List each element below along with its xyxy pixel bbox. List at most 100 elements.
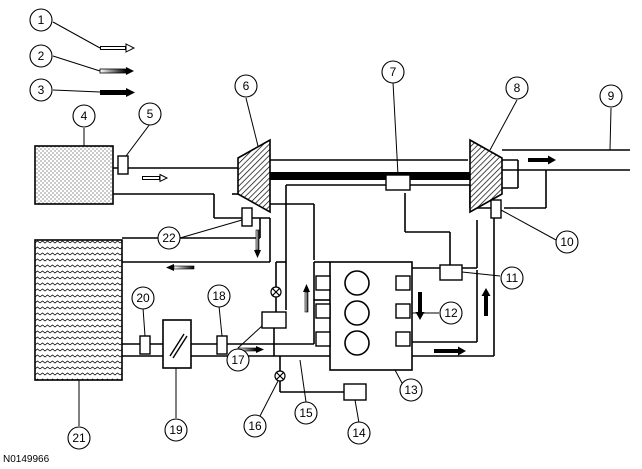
callout-circle <box>439 301 463 325</box>
turbocharger-1 <box>237 138 271 214</box>
callout-3: 3 <box>29 78 53 102</box>
sensor-11 <box>439 264 463 281</box>
callout-number: 13 <box>404 383 418 397</box>
sensor-18 <box>216 335 228 355</box>
exhaust-out-arrow <box>528 155 556 165</box>
legend-fresh-air-arrow <box>100 43 136 53</box>
callout-5: 5 <box>138 102 162 126</box>
callout-circle <box>555 230 579 254</box>
intercooler <box>34 239 123 381</box>
exhaust-down-arrow <box>415 292 425 320</box>
callout-circle <box>599 84 623 108</box>
engine <box>315 261 413 371</box>
callout-circle <box>72 104 96 128</box>
callout-number: 10 <box>560 235 574 249</box>
callout-20: 20 <box>131 286 155 310</box>
charged-air-down-arrow <box>254 229 261 258</box>
callout-number: 9 <box>608 89 615 103</box>
reference-id: N0149966 <box>3 454 50 465</box>
callout-13: 13 <box>399 378 423 402</box>
callout-circle <box>399 378 423 402</box>
turbo-shaft <box>270 172 470 180</box>
callout-circle <box>505 76 529 100</box>
callout-circle <box>243 414 267 438</box>
callout-circle <box>347 421 371 445</box>
callout-number: 18 <box>212 289 226 303</box>
callout-8: 8 <box>505 76 529 100</box>
callout-circle <box>234 74 258 98</box>
callout-21: 21 <box>67 426 91 450</box>
callout-18: 18 <box>207 284 231 308</box>
callout-12: 12 <box>439 301 463 325</box>
callout-9: 9 <box>599 84 623 108</box>
callout-4: 4 <box>72 104 96 128</box>
callout-number: 11 <box>506 271 519 285</box>
component-14 <box>343 383 367 401</box>
callout-22: 22 <box>157 226 181 250</box>
callout-number: 20 <box>136 291 150 305</box>
air-filter <box>34 145 114 205</box>
charged-air-up-arrow <box>303 284 310 313</box>
exhaust-up-arrow <box>481 288 491 316</box>
valve-22 <box>241 207 253 227</box>
callout-1: 1 <box>29 8 53 32</box>
fresh-air-flow-arrow <box>142 173 169 183</box>
callout-7: 7 <box>381 60 405 84</box>
valve-17 <box>261 311 287 329</box>
callout-circle <box>157 226 181 250</box>
callout-2: 2 <box>29 44 53 68</box>
callout-11: 11 <box>500 266 524 290</box>
legend-charged-air-arrow <box>99 67 134 75</box>
callout-number: 6 <box>243 79 250 93</box>
callout-number: 16 <box>248 419 262 433</box>
callout-number: 5 <box>147 107 154 121</box>
callout-circle <box>67 426 91 450</box>
callout-circle <box>29 78 53 102</box>
sensor-5 <box>117 155 129 175</box>
callout-number: 8 <box>514 81 521 95</box>
callout-19: 19 <box>164 418 188 442</box>
ducting <box>112 149 630 393</box>
callout-circle <box>500 266 524 290</box>
callout-number: 2 <box>38 49 45 63</box>
charged-air-left-arrow <box>166 264 195 271</box>
callout-number: 14 <box>352 426 366 440</box>
callout-circle <box>164 418 188 442</box>
callout-number: 3 <box>38 83 45 97</box>
callout-number: 22 <box>162 231 176 245</box>
callout-17: 17 <box>226 348 250 372</box>
flow-arrows <box>142 155 556 356</box>
legend <box>99 43 136 97</box>
callout-circle <box>226 348 250 372</box>
callout-16: 16 <box>243 414 267 438</box>
check-valve-upper <box>270 286 282 298</box>
check-valve-lower <box>274 370 286 382</box>
sensor-20 <box>139 335 151 355</box>
valve-10 <box>490 199 502 219</box>
callout-number: 4 <box>81 109 88 123</box>
leader-lines <box>52 21 612 426</box>
callout-6: 6 <box>234 74 258 98</box>
callout-circle <box>207 284 231 308</box>
callout-number: 17 <box>231 353 245 367</box>
callout-15: 15 <box>294 401 318 425</box>
callout-circle <box>131 286 155 310</box>
callout-10: 10 <box>555 230 579 254</box>
throttle-body-19 <box>162 319 192 369</box>
turbocharger-2 <box>469 138 503 214</box>
callout-number: 19 <box>169 423 183 437</box>
callout-circle <box>29 44 53 68</box>
callout-circle <box>381 60 405 84</box>
callout-circle <box>138 102 162 126</box>
callout-circle <box>294 401 318 425</box>
exhaust-right-arrow <box>434 346 466 356</box>
callout-number: 1 <box>38 13 45 27</box>
callout-14: 14 <box>347 421 371 445</box>
callout-circle <box>29 8 53 32</box>
callout-number: 21 <box>72 431 86 445</box>
legend-exhaust-arrow <box>100 88 135 97</box>
module-7 <box>385 174 411 191</box>
callout-number: 12 <box>444 306 458 320</box>
